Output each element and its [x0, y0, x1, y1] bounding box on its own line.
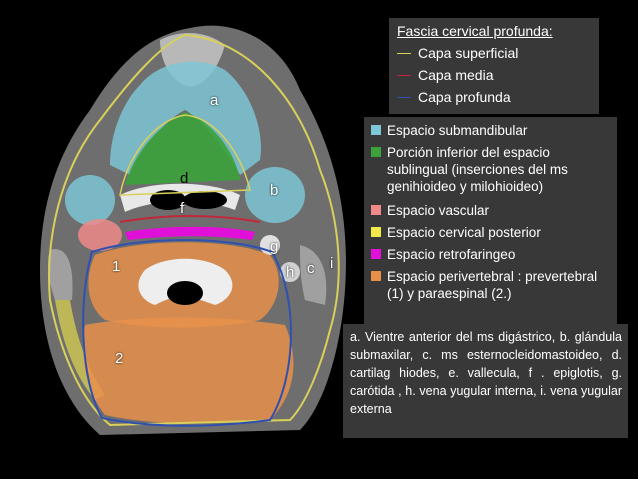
superficial-layer-line — [48, 33, 340, 427]
label-e: e — [160, 191, 169, 208]
swatch-sublingual — [371, 147, 381, 157]
vallecula — [150, 190, 186, 210]
fascia-title: Fascia cervical profunda: — [397, 23, 553, 39]
label-f: f — [180, 200, 185, 217]
space-item-sublingual: Porción inferior del espacio sublingual … — [371, 144, 612, 195]
fascia-item-middle: Capa media — [397, 67, 494, 83]
label-d: d — [180, 170, 189, 187]
fascia-item-deep: Capa profunda — [397, 89, 511, 105]
abbreviation-legend-text: a. Vientre anterior del ms digástrico, b… — [350, 330, 622, 416]
sternocleidomastoid — [300, 245, 327, 305]
fascia-item-superficial: Capa superficial — [397, 45, 518, 61]
swatch-submandibular — [371, 125, 381, 135]
label-b: b — [270, 182, 279, 199]
spaces-legend-panel: Espacio submandibular Porción inferior d… — [364, 117, 617, 325]
deep-swatch — [397, 96, 411, 98]
jugular-vein — [280, 262, 300, 282]
paraspinal-space — [83, 317, 294, 424]
submandibular-gland-left — [65, 175, 115, 225]
space-label: Espacio cervical posterior — [387, 225, 541, 240]
retropharyngeal-space — [125, 226, 255, 240]
space-label: Espacio submandibular — [387, 123, 528, 138]
space-item-perivertebral: Espacio perivertebral : prevertebral (1)… — [371, 268, 612, 302]
sternocleidomastoid-left — [47, 249, 73, 300]
space-item-retropharyngeal: Espacio retrofaringeo — [371, 246, 612, 263]
label-a: a — [210, 92, 219, 109]
vascular-space — [78, 219, 122, 251]
deep-layer-line — [82, 239, 292, 427]
label-g: g — [270, 238, 279, 255]
sublingual-space — [125, 112, 240, 185]
fascia-item-label: Capa media — [418, 67, 494, 83]
fascia-item-label: Capa superficial — [418, 45, 519, 61]
superficial-layer-line-inner — [119, 114, 251, 196]
space-label: Espacio retrofaringeo — [387, 247, 516, 262]
submandibular-gland-right — [245, 167, 305, 223]
fascia-legend-panel: Fascia cervical profunda: Capa superfici… — [389, 18, 599, 114]
space-label: Espacio perivertebral : prevertebral (1)… — [387, 269, 598, 301]
space-item-submandibular: Espacio submandibular — [371, 122, 612, 139]
airway — [183, 191, 227, 209]
swatch-retropharyngeal — [371, 249, 381, 259]
swatch-perivertebral — [371, 271, 381, 281]
swatch-posterior-cervical — [371, 227, 381, 237]
middle-swatch — [397, 74, 411, 76]
space-label: Espacio vascular — [387, 203, 490, 218]
superficial-swatch — [397, 52, 411, 54]
abbreviation-legend-panel: a. Vientre anterior del ms digástrico, b… — [343, 324, 628, 438]
space-item-vascular: Espacio vascular — [371, 202, 612, 219]
spinal-canal — [167, 281, 203, 305]
label-h: h — [286, 264, 295, 281]
label-2: 2 — [115, 350, 124, 367]
middle-layer-line — [119, 215, 261, 223]
label-i: i — [330, 255, 334, 272]
fascia-item-label: Capa profunda — [418, 89, 511, 105]
space-item-posterior-cervical: Espacio cervical posterior — [371, 224, 612, 241]
label-c: c — [307, 260, 315, 277]
swatch-vascular — [371, 205, 381, 215]
label-1: 1 — [112, 258, 121, 275]
space-label: Porción inferior del espacio sublingual … — [387, 145, 568, 194]
